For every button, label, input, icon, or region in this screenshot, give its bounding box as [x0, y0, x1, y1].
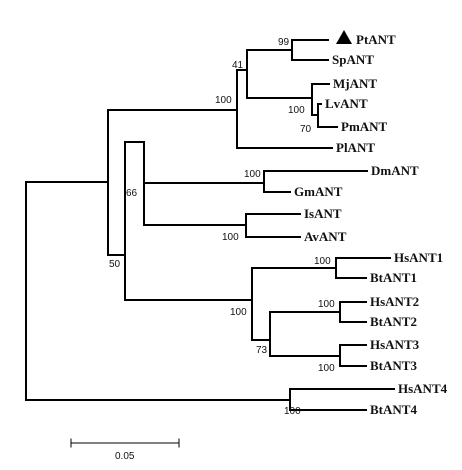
tip-label: BtANT3: [370, 358, 417, 373]
tip-label: BtANT4: [370, 402, 417, 417]
tip-labels: PtANT SpANT MjANT LvANT PmANT PlANT DmAN…: [294, 32, 448, 417]
scale-bar-label: 0.05: [115, 451, 135, 462]
tip-label: HsANT3: [370, 337, 420, 352]
bootstrap-value: 100: [284, 406, 301, 417]
bootstrap-values: 99 41 100 100 70 100 66 100 50 100 100 1…: [109, 37, 335, 417]
tip-label: PtANT: [356, 32, 396, 47]
tip-label: GmANT: [294, 184, 343, 199]
bootstrap-value: 100: [230, 307, 247, 318]
bootstrap-value: 41: [232, 60, 244, 71]
tip-label: AvANT: [304, 229, 347, 244]
bootstrap-value: 50: [109, 259, 121, 270]
tip-label: IsANT: [304, 206, 342, 221]
tip-label: LvANT: [325, 96, 368, 111]
highlight-triangle-icon: [336, 30, 352, 44]
bootstrap-value: 100: [244, 169, 261, 180]
bootstrap-value: 99: [278, 37, 290, 48]
tip-label: BtANT2: [370, 314, 417, 329]
bootstrap-value: 66: [126, 188, 138, 199]
tree-branches: [25, 39, 395, 411]
bootstrap-value: 100: [288, 105, 305, 116]
tip-label: HsANT4: [398, 381, 448, 396]
tip-label: BtANT1: [370, 270, 417, 285]
tip-label: HsANT2: [370, 294, 419, 309]
bootstrap-value: 100: [318, 299, 335, 310]
tip-label: PlANT: [336, 140, 375, 155]
bootstrap-value: 100: [318, 363, 335, 374]
tip-label: SpANT: [332, 52, 374, 67]
bootstrap-value: 70: [300, 124, 312, 135]
bootstrap-value: 73: [256, 345, 268, 356]
bootstrap-value: 100: [215, 95, 232, 106]
bootstrap-value: 100: [222, 232, 239, 243]
tip-label: MjANT: [333, 76, 377, 91]
scale-bar: 0.05: [70, 438, 180, 462]
tip-label: PmANT: [341, 119, 388, 134]
tip-label: HsANT1: [394, 250, 443, 265]
tip-label: DmANT: [371, 163, 419, 178]
bootstrap-value: 100: [314, 256, 331, 267]
